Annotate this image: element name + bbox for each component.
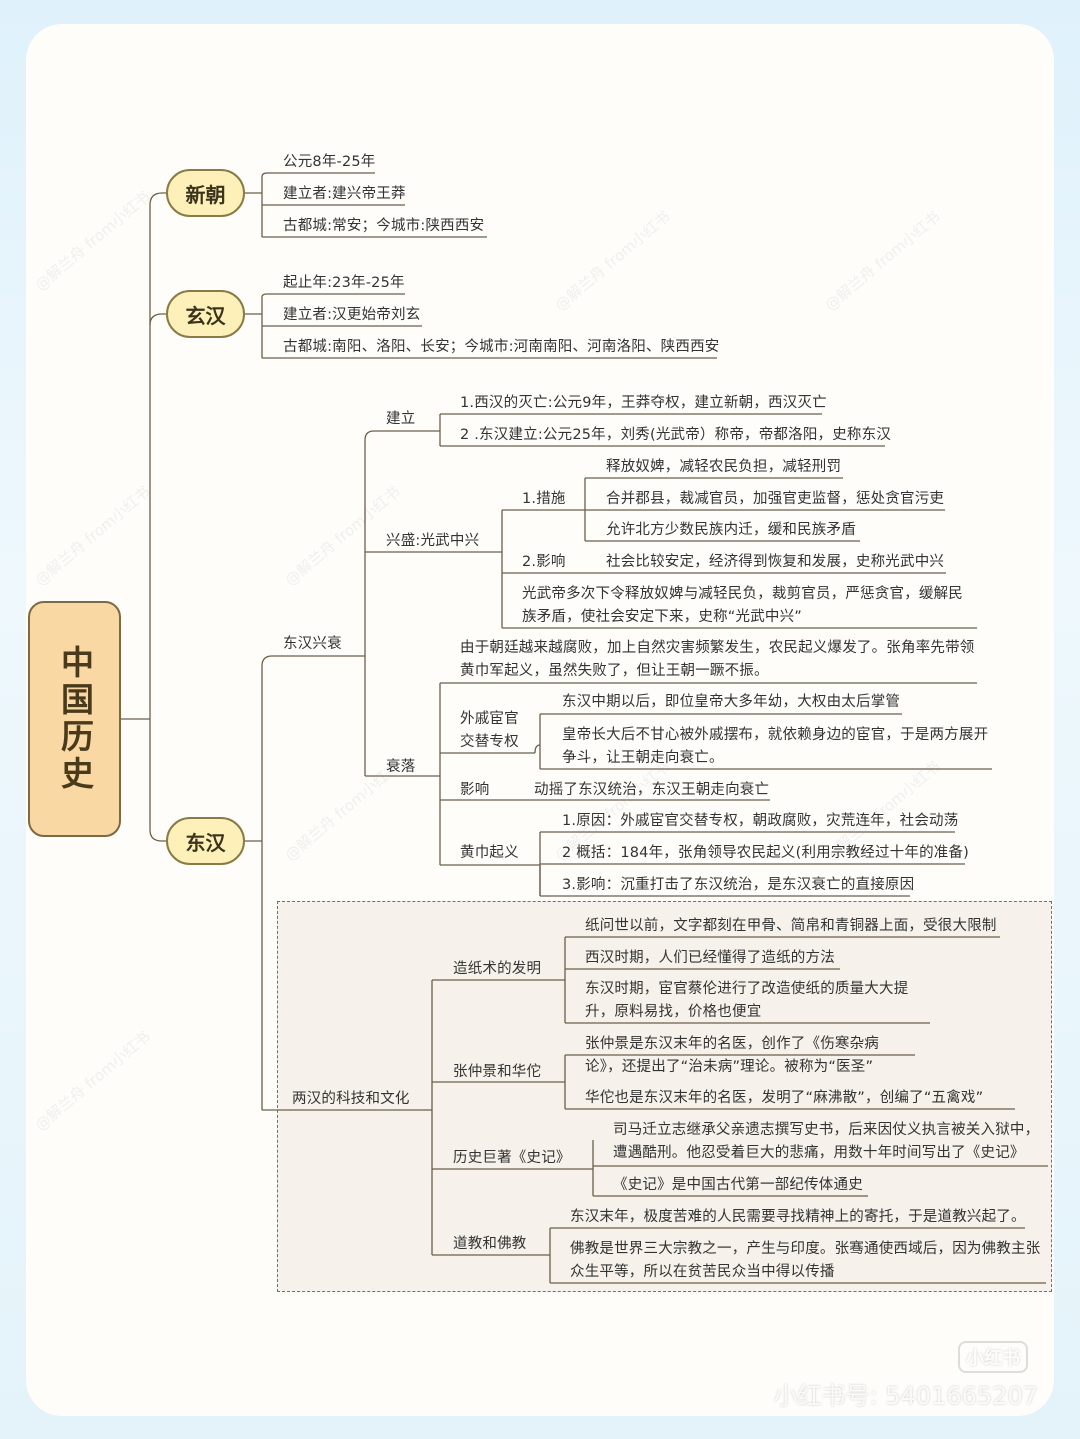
measure-item: 合并郡县，裁减官员，加强官吏监督，惩处贪官污吏 <box>606 491 945 507</box>
yellow-turban-item: 1.原因：外戚宦官交替专权，朝政腐败，灾荒连年，社会动荡 <box>562 813 959 829</box>
flourish-summary: 光武帝多次下令释放奴婢与减轻民负，裁剪官员，严惩贪官，缓解民族矛盾，使社会安定下… <box>522 586 963 625</box>
eunuch-item: 东汉中期以后，即位皇帝大多年幼，大权由太后掌管 <box>562 694 901 710</box>
eunuch-label: 外戚宦官交替专权 <box>460 711 519 750</box>
founding-label: 建立 <box>386 411 416 427</box>
paper-item: 纸问世以前，文字都刻在甲骨、简帛和青铜器上面，受很大限制 <box>585 918 997 934</box>
xuanhan-capital: 古都城:南阳、洛阳、长安；今城市:河南南阳、河南洛阳、陕西西安 <box>283 339 720 355</box>
paper-label: 造纸术的发明 <box>453 961 542 977</box>
shiji-item: 《史记》是中国古代第一部纪传体通史 <box>613 1177 863 1193</box>
shiji-label: 历史巨著《史记》 <box>453 1150 571 1166</box>
culture-section-box <box>277 901 1052 1292</box>
medicine-label: 张仲景和华佗 <box>453 1064 542 1080</box>
dynasty-xin: 新朝 <box>166 169 245 217</box>
religion-item: 东汉末年，极度苦难的人民需要寻找精神上的寄托，于是道教兴起了。 <box>570 1209 1026 1225</box>
yellow-turban-label: 黄巾起义 <box>460 845 519 861</box>
founding-item: 2 .东汉建立:公元25年，刘秀(光武帝）称帝，帝都洛阳，史称东汉 <box>460 427 892 443</box>
xiaohongshu-logo: 小红书 <box>958 1341 1028 1373</box>
flourish-impact: 社会比较安定，经济得到恢复和发展，史称光武中兴 <box>606 554 945 570</box>
root-node: 中国历史 <box>28 601 121 837</box>
xiaohongshu-id: 小红书号: 5401665207 <box>773 1382 1038 1410</box>
medicine-item: 张仲景是东汉末年的名医，创作了《伤寒杂病论》，还提出了“治未病”理论。被称为“医… <box>585 1036 879 1075</box>
xin-founder: 建立者:建兴帝王莽 <box>283 186 406 202</box>
medicine-item: 华佗也是东汉末年的名医，发明了“麻沸散”，创编了“五禽戏” <box>585 1090 984 1106</box>
paper-item: 西汉时期，人们已经懂得了造纸的方法 <box>585 950 835 966</box>
measure-item: 释放奴婢，减轻农民负担，减轻刑罚 <box>606 459 842 475</box>
founding-item: 1.西汉的灭亡:公元9年，王莽夺权，建立新朝，西汉灭亡 <box>460 395 827 411</box>
religion-item: 佛教是世界三大宗教之一，产生与印度。张骞通使西域后，因为佛教主张众生平等，所以在… <box>570 1241 1041 1280</box>
eunuch-item: 皇帝长大后不甘心被外戚摆布，就依赖身边的宦官，于是两方展开争斗，让王朝走向衰亡。 <box>562 727 989 766</box>
flourish-label: 兴盛:光武中兴 <box>386 533 480 549</box>
shiji-item: 司马迁立志继承父亲遗志撰写史书，后来因仗义执言被关入狱中，遭遇酷刑。他忍受着巨大… <box>613 1122 1040 1161</box>
flourish-impact-label: 2.影响 <box>522 554 566 570</box>
paper-item: 东汉时期，宦官蔡伦进行了改造使纸的质量大大提升，原料易找，价格也便宜 <box>585 981 909 1020</box>
yellow-turban-item: 3.影响：沉重打击了东汉统治，是东汉衰亡的直接原因 <box>562 877 915 893</box>
dynasty-xuanhan: 玄汉 <box>166 290 245 338</box>
decline-impact-label: 影响 <box>460 782 490 798</box>
xuanhan-founder: 建立者:汉更始帝刘玄 <box>283 307 421 323</box>
donghan-rise-fall: 东汉兴衰 <box>283 636 342 652</box>
culture-label: 两汉的科技和文化 <box>292 1091 410 1107</box>
religion-label: 道教和佛教 <box>453 1236 527 1252</box>
measures-label: 1.措施 <box>522 491 566 507</box>
decline-intro: 由于朝廷越来越腐败，加上自然灾害频繁发生，农民起义爆发了。张角率先带领黄巾军起义… <box>460 640 975 679</box>
decline-label: 衰落 <box>386 759 416 775</box>
yellow-turban-item: 2 概括：184年，张角领导农民起义(利用宗教经过十年的准备) <box>562 845 970 861</box>
measure-item: 允许北方少数民族内迁，缓和民族矛盾 <box>606 522 856 538</box>
decline-impact: 动摇了东汉统治，东汉王朝走向衰亡 <box>534 782 770 798</box>
xin-years: 公元8年-25年 <box>283 154 376 170</box>
xuanhan-years: 起止年:23年-25年 <box>283 275 405 291</box>
xin-capital: 古都城:常安；今城市:陕西西安 <box>283 218 485 234</box>
dynasty-donghan: 东汉 <box>166 817 245 865</box>
